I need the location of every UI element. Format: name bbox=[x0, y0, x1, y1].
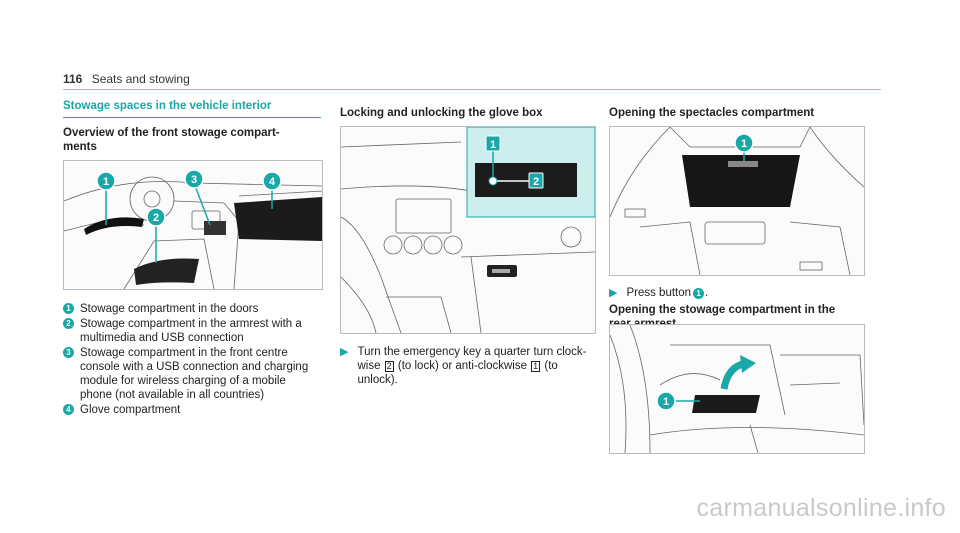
spectacles-step-end: . bbox=[705, 287, 709, 299]
glove-box-title: Locking and unlocking the glove box bbox=[340, 107, 543, 119]
rear-armrest-title-line-1: Opening the stowage compartment in the bbox=[609, 304, 836, 316]
spectacles-figure: 1 bbox=[609, 126, 865, 276]
legend-4-text: Glove compartment bbox=[80, 404, 181, 416]
page-number: 116 bbox=[63, 72, 83, 86]
legend-3-text-4: phone (not available in all countries) bbox=[80, 389, 265, 401]
legend-item-1: 1 Stowage compartment in the doors bbox=[63, 302, 325, 316]
page-header: 116 Seats and stowing bbox=[63, 72, 190, 86]
key-2-box: 2 bbox=[384, 361, 394, 372]
watermark: carmanualsonline.info bbox=[696, 494, 946, 522]
inset-callout-2-label: 2 bbox=[533, 176, 539, 188]
callout-1-label: 1 bbox=[103, 176, 109, 188]
legend-num-1: 1 bbox=[63, 303, 74, 314]
legend-item-2: 2 Stowage compartment in the armrest wit… bbox=[63, 317, 325, 345]
callout-3-label: 3 bbox=[191, 174, 197, 186]
spectacles-compartment bbox=[682, 155, 800, 207]
callout-1-icon: 1 bbox=[96, 171, 116, 191]
door-pocket bbox=[84, 217, 144, 235]
legend-3-text-1: Stowage compartment in the front centre bbox=[80, 347, 288, 359]
subtitle-front-stowage: Overview of the front stowage compart- m… bbox=[63, 126, 321, 154]
step-arrow-icon: ▶ bbox=[609, 287, 618, 299]
callout-3-icon: 3 bbox=[184, 169, 204, 189]
spectacles-callout-1-label: 1 bbox=[741, 138, 747, 150]
legend-num-3: 3 bbox=[63, 347, 74, 358]
callout-4-label: 4 bbox=[269, 176, 276, 188]
spectacles-callout-1-icon: 1 bbox=[734, 133, 754, 153]
section-name: Seats and stowing bbox=[91, 72, 190, 86]
legend-list: 1 Stowage compartment in the doors 2 Sto… bbox=[63, 302, 325, 418]
rear-callout-1-label: 1 bbox=[663, 396, 669, 408]
spectacles-step: ▶ Press button 1 . bbox=[609, 286, 708, 300]
spectacles-step-text: Press button bbox=[626, 287, 692, 299]
button-1-badge: 1 bbox=[693, 288, 705, 299]
glove-box-shape bbox=[234, 197, 322, 241]
glove-box-figure: 1 2 bbox=[340, 126, 596, 334]
step-line-3: unlock). bbox=[357, 374, 398, 386]
rear-armrest-shape bbox=[692, 395, 760, 413]
front-stowage-figure: 1 2 3 4 bbox=[63, 160, 323, 290]
legend-2-text-2: multimedia and USB connection bbox=[80, 332, 244, 344]
legend-item-3: 3 Stowage compartment in the front centr… bbox=[63, 346, 325, 402]
console-tray bbox=[204, 221, 226, 235]
dashboard-illustration: 1 2 bbox=[341, 127, 595, 333]
glove-box-step: ▶ Turn the emergency key a quarter turn … bbox=[340, 345, 602, 387]
step-line-2-a: wise bbox=[357, 360, 384, 372]
step-line-2: wise 2 (to lock) or anti-clockwise 1 (to bbox=[357, 359, 586, 373]
legend-num-4: 4 bbox=[63, 404, 74, 415]
armrest-shape bbox=[134, 258, 199, 285]
callout-2-icon: 2 bbox=[146, 207, 166, 227]
section-title: Stowage spaces in the vehicle interior bbox=[63, 100, 272, 112]
overhead-console-illustration: 1 bbox=[610, 127, 864, 275]
legend-3-text-2: console with a USB connection and chargi… bbox=[80, 361, 309, 373]
rear-armrest-figure: 1 bbox=[609, 324, 865, 454]
inset-callout-1-label: 1 bbox=[490, 139, 496, 151]
legend-item-4: 4 Glove compartment bbox=[63, 403, 325, 417]
subtitle-line-1: Overview of the front stowage compart- bbox=[63, 127, 280, 139]
step-line-2-c: (to bbox=[541, 360, 558, 372]
legend-3-text-3: module for wireless charging of a mobile bbox=[80, 375, 286, 387]
subtitle-line-2: ments bbox=[63, 141, 97, 153]
section-title-rule bbox=[63, 117, 321, 118]
inset-callout-2-icon: 2 bbox=[528, 172, 544, 189]
rear-seat-illustration: 1 bbox=[610, 325, 864, 453]
step-line-1: Turn the emergency key a quarter turn cl… bbox=[357, 346, 587, 358]
legend-2-text-1: Stowage compartment in the armrest with … bbox=[80, 318, 302, 330]
inset-callout-1-icon: 1 bbox=[485, 135, 501, 152]
step-arrow-icon: ▶ bbox=[340, 346, 349, 358]
callout-2-label: 2 bbox=[153, 212, 159, 224]
step-line-2-b: (to lock) or anti-clockwise bbox=[394, 360, 531, 372]
inset-lock-body bbox=[475, 163, 577, 197]
legend-num-2: 2 bbox=[63, 318, 74, 329]
callout-4-icon: 4 bbox=[262, 171, 282, 191]
header-rule bbox=[63, 89, 881, 90]
legend-1-text: Stowage compartment in the doors bbox=[80, 303, 259, 315]
rear-callout-1-icon: 1 bbox=[656, 391, 676, 411]
left-column: Stowage spaces in the vehicle interior O… bbox=[63, 100, 321, 154]
spectacles-title: Opening the spectacles compartment bbox=[609, 107, 815, 119]
key-1-box: 1 bbox=[531, 361, 541, 372]
front-interior-illustration: 1 2 3 4 bbox=[64, 169, 322, 289]
